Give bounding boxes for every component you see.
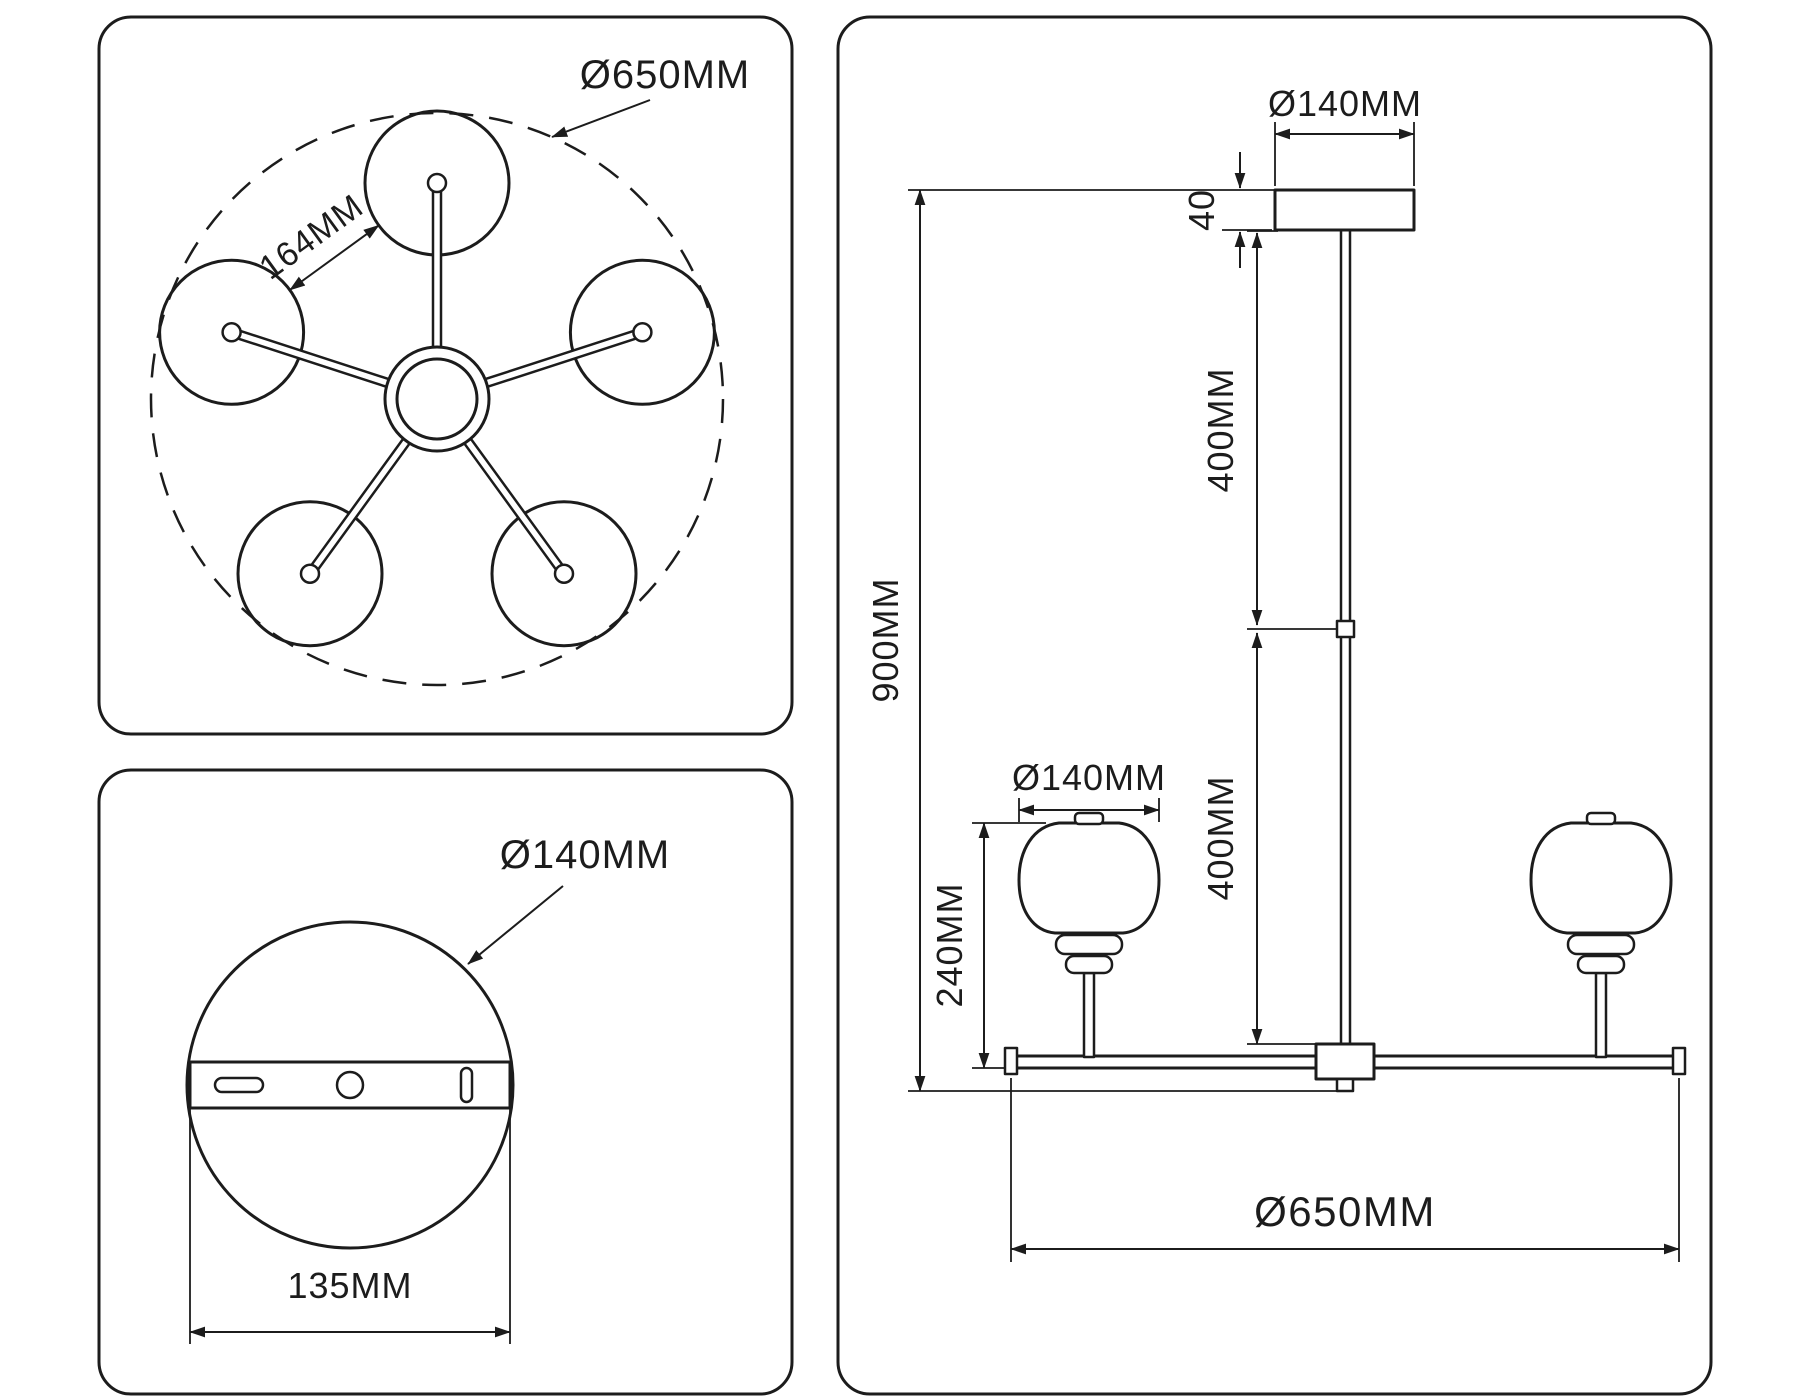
arm-pitch-dimension-line: [289, 224, 380, 291]
side-view-panel-border: [836, 15, 1713, 1396]
lamp-shade-right: [1529, 811, 1673, 1059]
side-view-panel: Ø140MM 40 900MM 400MM 400MM Ø140MM 240MM: [836, 15, 1713, 1396]
arm-knob-upper-right: [632, 322, 653, 343]
overall-diameter-leader-line: [551, 99, 651, 138]
bracket-center-hole: [335, 1070, 365, 1100]
overall-width-dimension-label: Ø650MM: [1254, 1188, 1436, 1235]
canopy-diameter-leader-line: [467, 885, 564, 965]
shade-disc-upper: [1566, 933, 1636, 956]
shade-circle-upper-left: [158, 258, 306, 406]
arm-bar-end-cap-left: [1003, 1046, 1019, 1076]
hub-bottom-nub: [1335, 1077, 1355, 1093]
center-hub-block: [1314, 1042, 1376, 1081]
shade-glass-body: [1017, 821, 1161, 935]
overall-diameter-label: Ø650MM: [580, 53, 751, 97]
shade-disc-lower: [1064, 954, 1114, 975]
top-view-panel: 164MM Ø650MM: [97, 15, 794, 736]
rod-joint-sleeve: [1335, 619, 1356, 639]
arm-knob-lower-left: [299, 563, 321, 584]
arm-bar-end-cap-right: [1671, 1046, 1687, 1076]
arm-knob-upper-left: [221, 322, 242, 343]
ceiling-canopy: [1273, 188, 1416, 232]
canopy-height-dimension-label: 40: [1181, 189, 1222, 231]
shade-stem: [1082, 971, 1096, 1059]
canopy-diameter-dimension-label: Ø140MM: [1268, 83, 1422, 124]
overall-diameter-dashed-circle: [149, 111, 725, 687]
shade-top-cap: [1073, 811, 1105, 826]
lower-rod-dimension-label: 400MM: [1200, 775, 1241, 900]
shade-disc-lower: [1576, 954, 1626, 975]
shade-disc-upper: [1054, 933, 1124, 956]
shade-top-cap: [1585, 811, 1617, 826]
shade-glass-body: [1529, 821, 1673, 935]
arm-top: [431, 189, 443, 351]
overall-height-dimension-label: 900MM: [865, 577, 906, 702]
arm-knob-top: [426, 172, 448, 194]
canopy-circle: [185, 920, 515, 1250]
shade-circle-lower-left: [236, 500, 384, 648]
canopy-diameter-label: Ø140MM: [500, 833, 671, 877]
mount-view-panel: 135MM Ø140MM: [97, 768, 794, 1396]
bracket-slot-left: [213, 1076, 265, 1094]
shade-stem: [1594, 971, 1608, 1059]
upper-rod-dimension-label: 400MM: [1200, 367, 1241, 492]
arm-knob-lower-right: [553, 563, 575, 584]
shade-circle-lower-right: [490, 500, 638, 648]
shade-circle-upper-right: [568, 258, 716, 406]
shade-diameter-dimension-label: Ø140MM: [1012, 757, 1166, 798]
lamp-shade-left: [1017, 811, 1161, 1059]
shade-height-dimension-label: 240MM: [929, 882, 970, 1007]
hub-inner-circle: [395, 357, 479, 441]
bracket-width-dimension-label: 135MM: [287, 1265, 412, 1306]
bracket-slot-right: [459, 1066, 474, 1104]
